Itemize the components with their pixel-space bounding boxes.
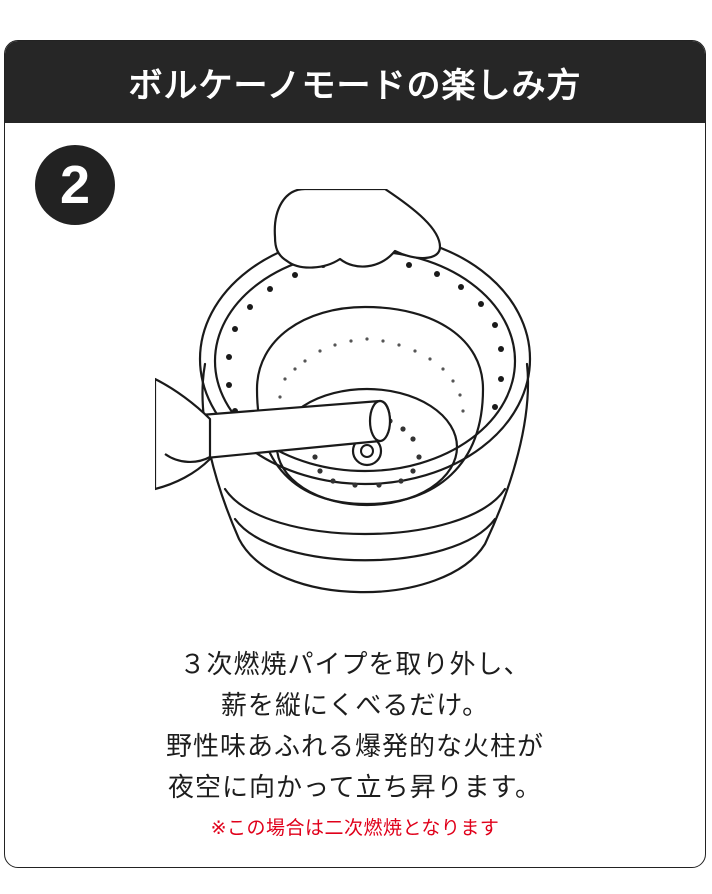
stove-body-outline xyxy=(201,362,530,594)
rim-holes xyxy=(226,257,504,414)
left-hand xyxy=(155,377,212,491)
description-line: ３次燃焼パイプを取り外し、 xyxy=(179,650,531,680)
page-title: ボルケーノモードの楽しみ方 xyxy=(128,65,582,106)
combustion-pipe xyxy=(173,399,392,463)
instruction-card: ボルケーノモードの楽しみ方 2 xyxy=(4,40,706,868)
note-text: ※この場合は二次燃焼となります xyxy=(210,817,500,839)
description-line: 薪を縦にくべるだけ。 xyxy=(220,691,490,721)
header-bar: ボルケーノモードの楽しみ方 xyxy=(5,41,705,123)
stove-pipe-removal-illustration xyxy=(155,189,532,594)
description-line: 夜空に向かって立ち昇ります。 xyxy=(167,773,543,803)
step-number: 2 xyxy=(59,155,91,215)
step-number-badge: 2 xyxy=(35,145,115,225)
description-line: 野性味あふれる爆発的な火柱が xyxy=(165,732,544,762)
top-hand xyxy=(273,189,442,269)
description: ３次燃焼パイプを取り外し、 薪を縦にくべるだけ。 野性味あふれる爆発的な火柱が … xyxy=(5,645,705,840)
